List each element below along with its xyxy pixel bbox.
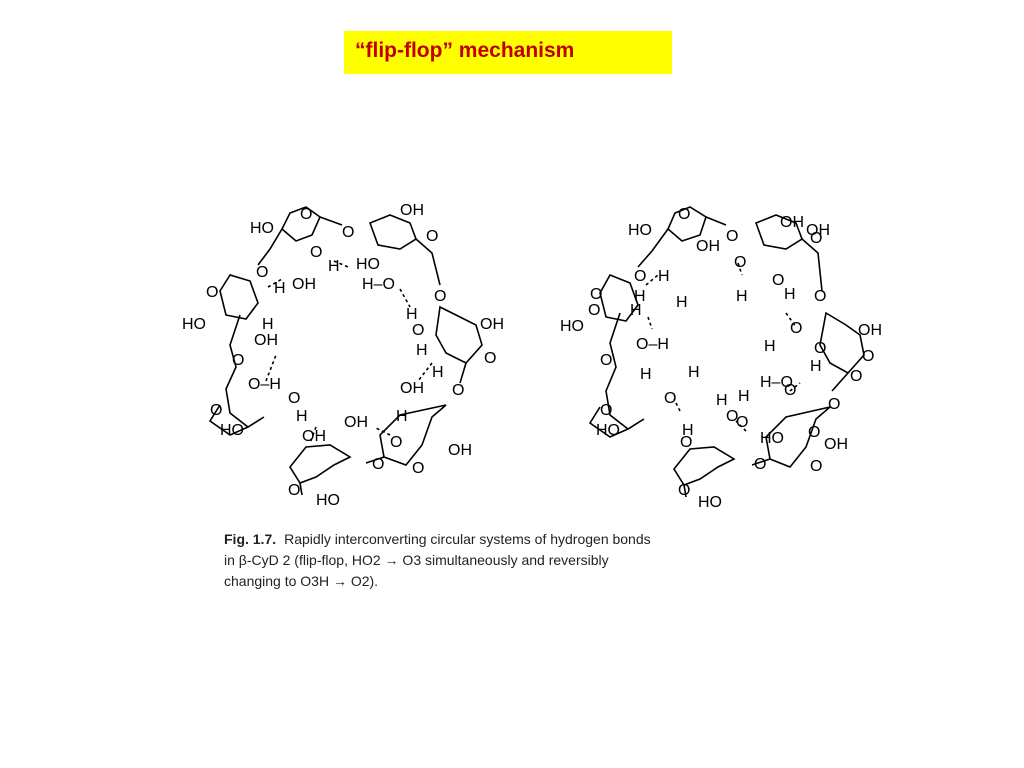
- atom-label: OH: [344, 414, 368, 431]
- atom-label: H: [432, 364, 444, 381]
- atom-label: OH: [780, 214, 804, 231]
- atom-label: OH: [292, 276, 316, 293]
- atom-label: O: [736, 414, 748, 431]
- atom-label: OH: [400, 380, 424, 397]
- slide-title-box: “flip-flop” mechanism: [344, 31, 672, 74]
- atom-label: OH: [254, 332, 278, 349]
- atom-label: O: [678, 482, 690, 499]
- atom-label: H: [630, 302, 642, 319]
- atom-label: HO: [628, 222, 652, 239]
- atom-label: HO: [220, 422, 244, 439]
- atom-label: OH: [448, 442, 472, 459]
- atom-label: H: [296, 408, 308, 425]
- atom-label: HO: [560, 318, 584, 335]
- atom-label: H: [764, 338, 776, 355]
- atom-label: O: [256, 264, 268, 281]
- atom-label: O: [814, 340, 826, 357]
- beta-cyclodextrin-hydrogen-bond-figure: HO O OH O O H HO O O H OH H–O H O HO O H…: [170, 195, 900, 515]
- atom-label: O: [412, 322, 424, 339]
- atom-label: O: [726, 228, 738, 245]
- atom-label: O: [810, 458, 822, 475]
- atom-label: O: [784, 382, 796, 399]
- atom-label: OH: [480, 316, 504, 333]
- atom-label: O: [814, 288, 826, 305]
- atom-label: H: [688, 364, 700, 381]
- figure-caption: Fig. 1.7.Rapidly interconverting circula…: [224, 529, 664, 592]
- atom-label: O: [210, 402, 222, 419]
- atom-label: O: [342, 224, 354, 241]
- atom-label: HO: [760, 430, 784, 447]
- atom-label: H: [262, 316, 274, 333]
- atom-label: H: [736, 288, 748, 305]
- atom-label: O: [862, 348, 874, 365]
- atom-label: OH: [696, 238, 720, 255]
- atom-label: O: [850, 368, 862, 385]
- flip-flop-structures-svg: HO O OH O O H HO O O H OH H–O H O HO O H…: [182, 202, 882, 511]
- atom-label: O: [588, 302, 600, 319]
- atom-label: O: [734, 254, 746, 271]
- atom-label: O: [426, 228, 438, 245]
- atom-label: HO: [182, 316, 206, 333]
- atom-label: O: [680, 434, 692, 451]
- atom-label: H: [406, 306, 418, 323]
- atom-label: H: [658, 268, 670, 285]
- atom-label: O: [772, 272, 784, 289]
- atom-label: O: [434, 288, 446, 305]
- slide-title: “flip-flop” mechanism: [355, 39, 575, 62]
- caption-text: Rapidly interconverting circular systems…: [224, 531, 651, 589]
- atom-label: O: [678, 206, 690, 223]
- atom-label: O: [600, 402, 612, 419]
- atom-label: HO: [356, 256, 380, 273]
- atom-label: H: [810, 358, 822, 375]
- atom-label: O: [288, 390, 300, 407]
- atom-label: H: [676, 294, 688, 311]
- atom-label: H: [328, 258, 340, 275]
- atom-label: O: [634, 268, 646, 285]
- atom-label: O: [726, 408, 738, 425]
- atom-label: O: [808, 424, 820, 441]
- atom-label: H–O: [362, 276, 395, 293]
- atom-label: O–H: [636, 336, 669, 353]
- atom-label: O: [372, 456, 384, 473]
- atom-label: HO: [698, 494, 722, 511]
- atom-label: H: [784, 286, 796, 303]
- atom-label: O: [310, 244, 322, 261]
- atom-label: O: [412, 460, 424, 477]
- atom-label: O: [810, 230, 822, 247]
- atom-label: O: [300, 206, 312, 223]
- atom-label: H: [274, 280, 286, 297]
- atom-label: O: [590, 286, 602, 303]
- atom-label: O: [232, 352, 244, 369]
- atom-label: H: [716, 392, 728, 409]
- atom-label: O: [600, 352, 612, 369]
- atom-label: O: [484, 350, 496, 367]
- atom-label: O–H: [248, 376, 281, 393]
- atom-label: OH: [858, 322, 882, 339]
- atom-label: H: [396, 408, 408, 425]
- atom-label: HO: [316, 492, 340, 509]
- atom-label: O: [754, 456, 766, 473]
- atom-label: HO: [250, 220, 274, 237]
- atom-label: HO: [596, 422, 620, 439]
- atom-label: H–O: [760, 374, 793, 391]
- atom-label: OH: [302, 428, 326, 445]
- atom-label: H: [738, 388, 750, 405]
- atom-label: O: [828, 396, 840, 413]
- atom-label: O: [452, 382, 464, 399]
- atom-label: H: [640, 366, 652, 383]
- atom-label: O: [390, 434, 402, 451]
- atom-label: H: [634, 288, 646, 305]
- atom-label: O: [664, 390, 676, 407]
- atom-label: OH: [806, 222, 830, 239]
- atom-label: H: [682, 422, 694, 439]
- atom-label: O: [206, 284, 218, 301]
- caption-lead: Fig. 1.7.: [224, 531, 277, 547]
- atom-label: OH: [400, 202, 424, 219]
- atom-label: OH: [824, 436, 848, 453]
- atom-label: O: [288, 482, 300, 499]
- atom-label: H: [416, 342, 428, 359]
- atom-label: O: [790, 320, 802, 337]
